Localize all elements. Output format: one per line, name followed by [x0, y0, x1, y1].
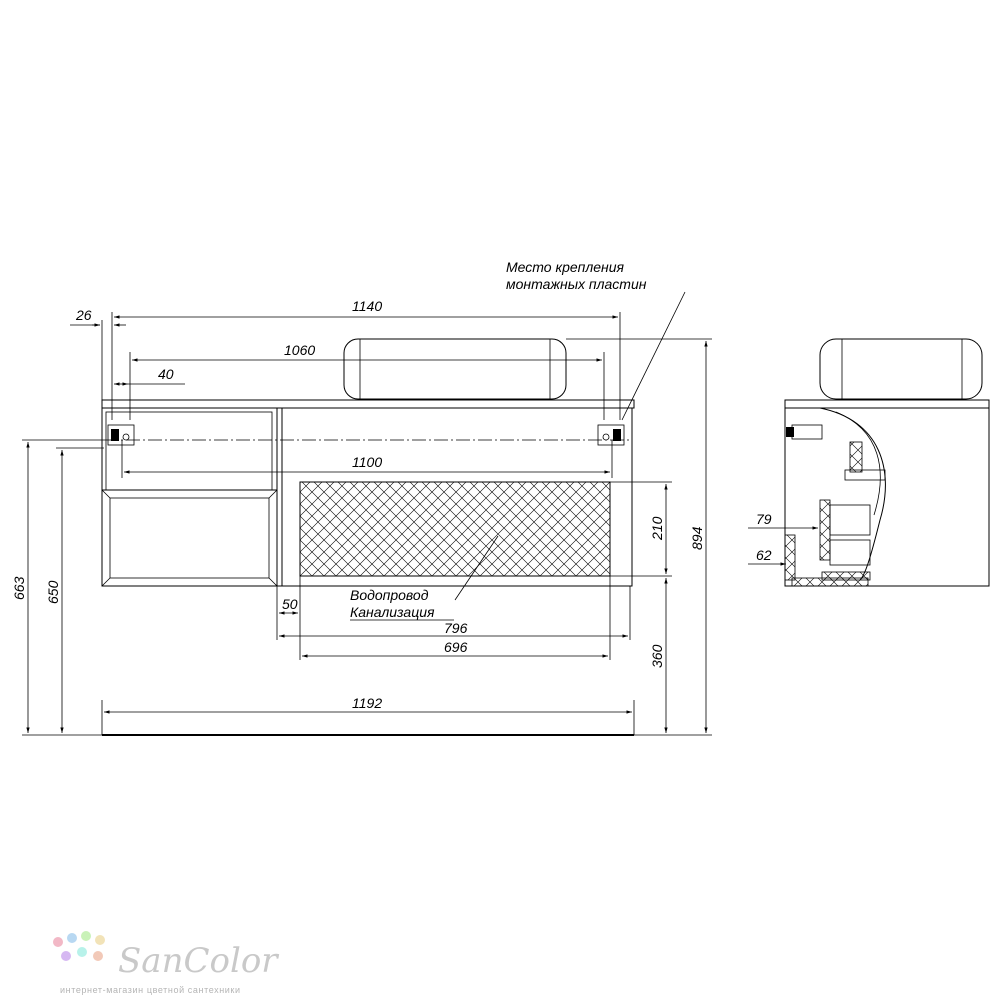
left-upper-panel [105, 411, 273, 491]
logo-dot [77, 947, 87, 957]
dim-796: 796 [444, 620, 468, 636]
front-view [101, 338, 635, 736]
side-countertop [784, 399, 990, 409]
dim-1140: 1140 [352, 298, 382, 314]
logo-dot [81, 931, 91, 941]
note-mounting-line2: монтажных пластин [506, 276, 647, 292]
dimension-lines [22, 291, 712, 736]
mounting-bracket-left [107, 424, 135, 446]
logo-dot [93, 951, 103, 961]
dim-62: 62 [756, 547, 772, 563]
countertop [101, 399, 635, 409]
dim-650: 650 [45, 580, 61, 604]
dim-40: 40 [158, 366, 174, 382]
basin-front [343, 338, 567, 400]
dim-50: 50 [282, 596, 298, 612]
note-sewer: Канализация [350, 604, 435, 620]
dim-696: 696 [444, 639, 468, 655]
left-drawer [101, 489, 278, 587]
logo-dot [61, 951, 71, 961]
side-basin [819, 338, 983, 400]
brand-logo [53, 931, 105, 961]
logo-dot [95, 935, 105, 945]
dim-360: 360 [649, 644, 665, 668]
dim-210: 210 [649, 516, 665, 541]
dim-1100: 1100 [352, 454, 382, 470]
logo-dot [67, 933, 77, 943]
dim-894: 894 [689, 526, 705, 550]
logo-dot [53, 937, 63, 947]
dim-1060: 1060 [284, 342, 315, 358]
dim-1192: 1192 [352, 695, 382, 711]
dim-26: 26 [75, 307, 92, 323]
brand-logo-text: SanColor [118, 941, 279, 981]
side-view [748, 338, 990, 587]
note-water: Водопровод [350, 587, 429, 603]
note-mounting-line1: Место крепления [506, 259, 625, 275]
side-body [784, 407, 990, 587]
dim-79: 79 [756, 511, 772, 527]
brand-tagline: интернет-магазин цветной сантехники [60, 985, 241, 995]
mounting-bracket-right [597, 424, 625, 446]
dim-663: 663 [11, 576, 27, 600]
plumbing-zone [299, 481, 611, 577]
